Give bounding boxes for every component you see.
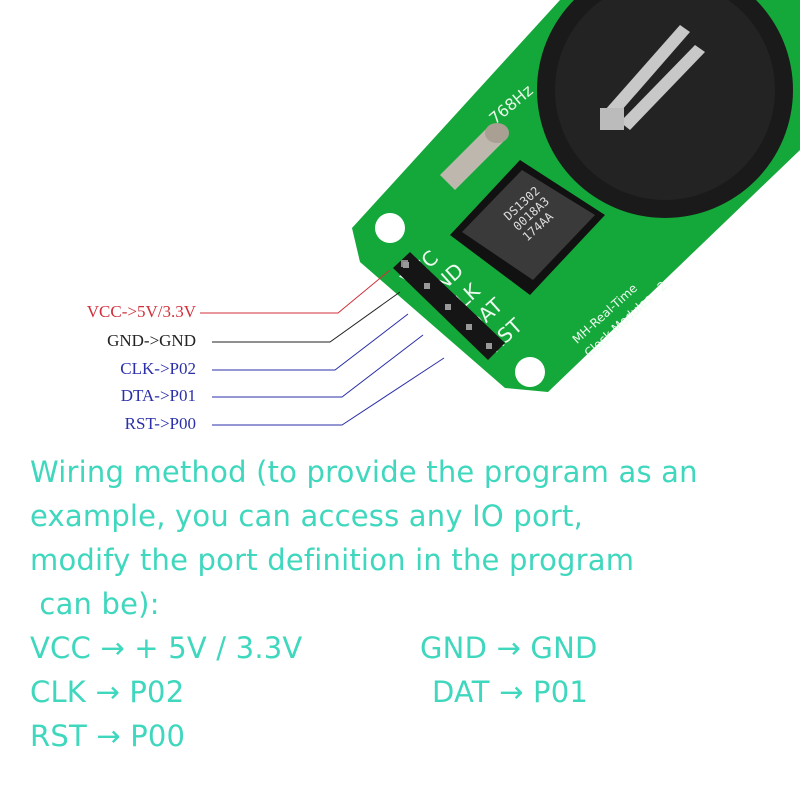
pin-label-gnd: GND->GND [107, 331, 196, 350]
header-pin [466, 324, 472, 330]
leader-line-rst [212, 357, 445, 426]
description-line: example, you can access any IO port, [30, 499, 584, 533]
description-line: can be): [30, 587, 160, 621]
mapping-clk: CLK → P02 [30, 675, 185, 709]
leader-line-gnd [212, 291, 401, 343]
battery-clip [600, 25, 705, 130]
mapping-rst: RST → P00 [30, 719, 186, 753]
mounting-hole [375, 213, 405, 243]
pin-label-dta: DTA->P01 [120, 386, 196, 405]
header-pin [486, 343, 492, 349]
header-pin [445, 304, 451, 310]
header-pin [403, 262, 409, 268]
header-pin [424, 283, 430, 289]
description-line: Wiring method (to provide the program as… [30, 455, 698, 489]
crystal [440, 123, 509, 190]
leader-line-vcc [200, 269, 391, 314]
leader-line-dta [212, 334, 424, 398]
mounting-hole [515, 357, 545, 387]
ds1302-chip [450, 160, 605, 295]
pin-label-rst: RST->P00 [124, 414, 196, 433]
mapping-vcc: VCC → + 5V / 3.3V [30, 631, 303, 665]
mapping-dat: DAT → P01 [432, 675, 589, 709]
mapping-gnd: GND → GND [420, 631, 598, 665]
leader-line-clk [212, 313, 409, 371]
battery-holder-inner [555, 0, 775, 200]
description-line: modify the port definition in the progra… [30, 543, 635, 577]
pin-label-vcc: VCC->5V/3.3V [86, 302, 196, 321]
pin-label-clk: CLK->P02 [120, 359, 196, 378]
